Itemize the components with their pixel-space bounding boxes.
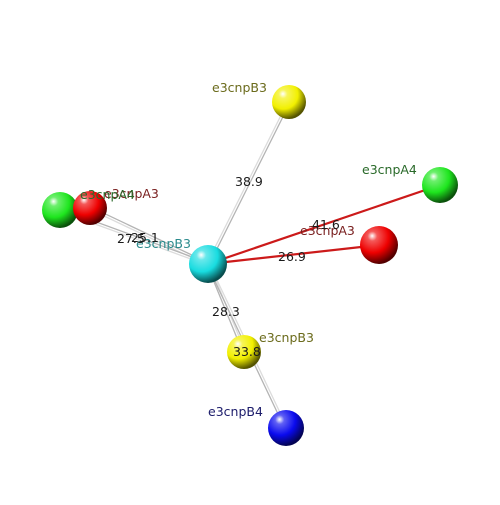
atom-label-bottom-yellow: e3cnpB3 <box>259 330 314 345</box>
distance-label-left-red: 25.1 <box>131 230 159 245</box>
atom-label-center: e3cnpB3 <box>136 236 191 251</box>
atom-right-green[interactable] <box>422 167 458 203</box>
bond-top_yellow-shade <box>206 101 289 264</box>
distance-label-right-red: 26.9 <box>278 249 306 264</box>
atom-bottom-blue[interactable] <box>268 410 304 446</box>
bond-right_red <box>206 243 381 266</box>
distance-label-bottom-blue: 33.8 <box>233 344 261 359</box>
atom-label-right-red: e3cnpA3 <box>300 223 355 238</box>
bond-right_green <box>206 183 442 266</box>
atom-center[interactable] <box>189 245 227 283</box>
atom-label-bottom-blue: e3cnpB4 <box>208 404 263 419</box>
atoms-layer <box>42 85 458 446</box>
atom-label-left-green: e3cnpA4 <box>80 187 135 202</box>
bond-top_yellow <box>208 102 291 265</box>
labels-layer: e3cnpB3e3cnpA4e3cnpA3e3cnpA3e3cnpA4e3cnp… <box>80 80 417 419</box>
atom-bottom-yellow[interactable] <box>227 335 261 369</box>
bond-left_red <box>90 206 209 264</box>
atom-left-green[interactable] <box>42 192 78 228</box>
atom-top-yellow[interactable] <box>272 85 306 119</box>
atom-left-red[interactable] <box>73 191 107 225</box>
atom-label-left-red: e3cnpA3 <box>104 186 159 201</box>
atom-label-right-green: e3cnpA4 <box>362 162 417 177</box>
bonds-layer <box>59 101 442 429</box>
distance-label-bottom-yellow: 28.3 <box>212 304 240 319</box>
distance-label-top-yellow: 38.9 <box>235 174 263 189</box>
atom-right-red[interactable] <box>360 226 398 264</box>
distance-label-left-green: 27.5 <box>117 231 145 246</box>
distance-label-right-green: 41.6 <box>312 217 340 232</box>
atom-label-top-yellow: e3cnpB3 <box>212 80 267 95</box>
